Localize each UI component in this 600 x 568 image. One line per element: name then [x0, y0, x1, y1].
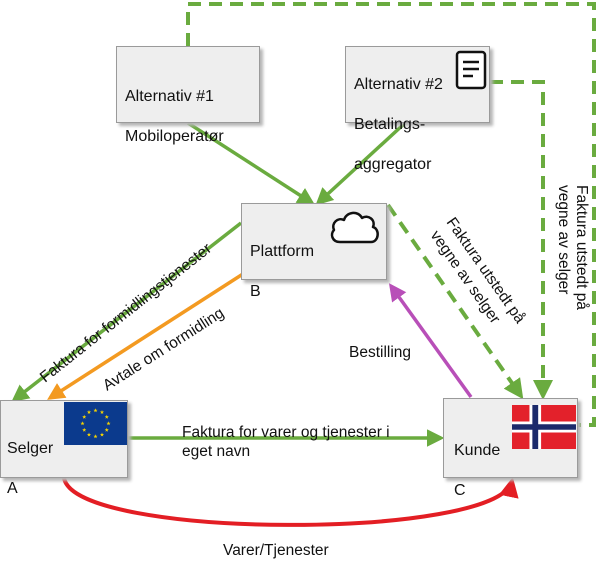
- seller-line1: Selger: [7, 440, 54, 457]
- label-goods-services: Varer/Tjenester: [223, 542, 329, 559]
- label-invoice-goods-1: Faktura for varer og tjenester i: [182, 424, 390, 441]
- eu-star: [93, 408, 98, 413]
- eu-star: [86, 432, 92, 437]
- arrow-customer-to-platform: [388, 283, 473, 399]
- arrow-goods-curve: [62, 477, 519, 527]
- eu-star: [99, 410, 105, 415]
- arrow-platform-to-seller: [11, 221, 243, 403]
- eu-star: [82, 414, 87, 419]
- arrow-alt1-to-platform: [187, 121, 315, 205]
- customer-line1: Kunde: [454, 442, 501, 459]
- eu-star: [82, 427, 87, 432]
- dashed-arrow-platform-to-customer: [386, 203, 524, 400]
- eu-star: [86, 410, 92, 415]
- document-icon: [455, 50, 487, 90]
- dashed-invoice-path-outer: [186, 2, 596, 427]
- platform-line1: Plattform: [250, 243, 315, 260]
- customer-line2: C: [454, 482, 466, 499]
- alt2-line2: Betalings-: [354, 116, 426, 133]
- node-alternative-2: Alternativ #2 Betalings- aggregator: [345, 46, 490, 173]
- label-order: Bestilling: [349, 344, 411, 361]
- alt1-line2: Mobiloperatør: [125, 128, 224, 145]
- eu-star: [104, 427, 109, 432]
- label-on-behalf-2-line1: Faktura utstedt på: [573, 185, 590, 310]
- cloud-icon: [330, 211, 379, 244]
- node-seller: Selger A: [0, 400, 128, 497]
- eu-star: [106, 421, 111, 426]
- eu-star: [93, 434, 98, 439]
- eu-flag: [64, 402, 127, 445]
- arrow-platform-to-seller-agreement: [47, 270, 247, 400]
- arrow-alt2-to-platform: [315, 121, 407, 206]
- eu-star: [99, 432, 105, 437]
- node-platform: Plattform B: [241, 203, 387, 300]
- alt1-line1: Alternativ #1: [125, 88, 214, 105]
- alt2-line1: Alternativ #2: [354, 76, 443, 93]
- alt2-line3: aggregator: [354, 156, 432, 173]
- eu-star: [104, 414, 109, 419]
- norway-flag: [512, 405, 576, 449]
- label-invoice-goods-2: eget navn: [182, 443, 250, 460]
- node-alternative-1: Alternativ #1 Mobiloperatør: [116, 46, 260, 145]
- platform-line2: B: [250, 283, 261, 300]
- dashed-invoice-path-inner: [490, 80, 553, 400]
- label-on-behalf-2-line2: vegne av selger: [555, 185, 572, 294]
- eu-star: [80, 421, 85, 426]
- node-customer: Kunde C: [443, 398, 578, 499]
- seller-line2: A: [7, 480, 18, 497]
